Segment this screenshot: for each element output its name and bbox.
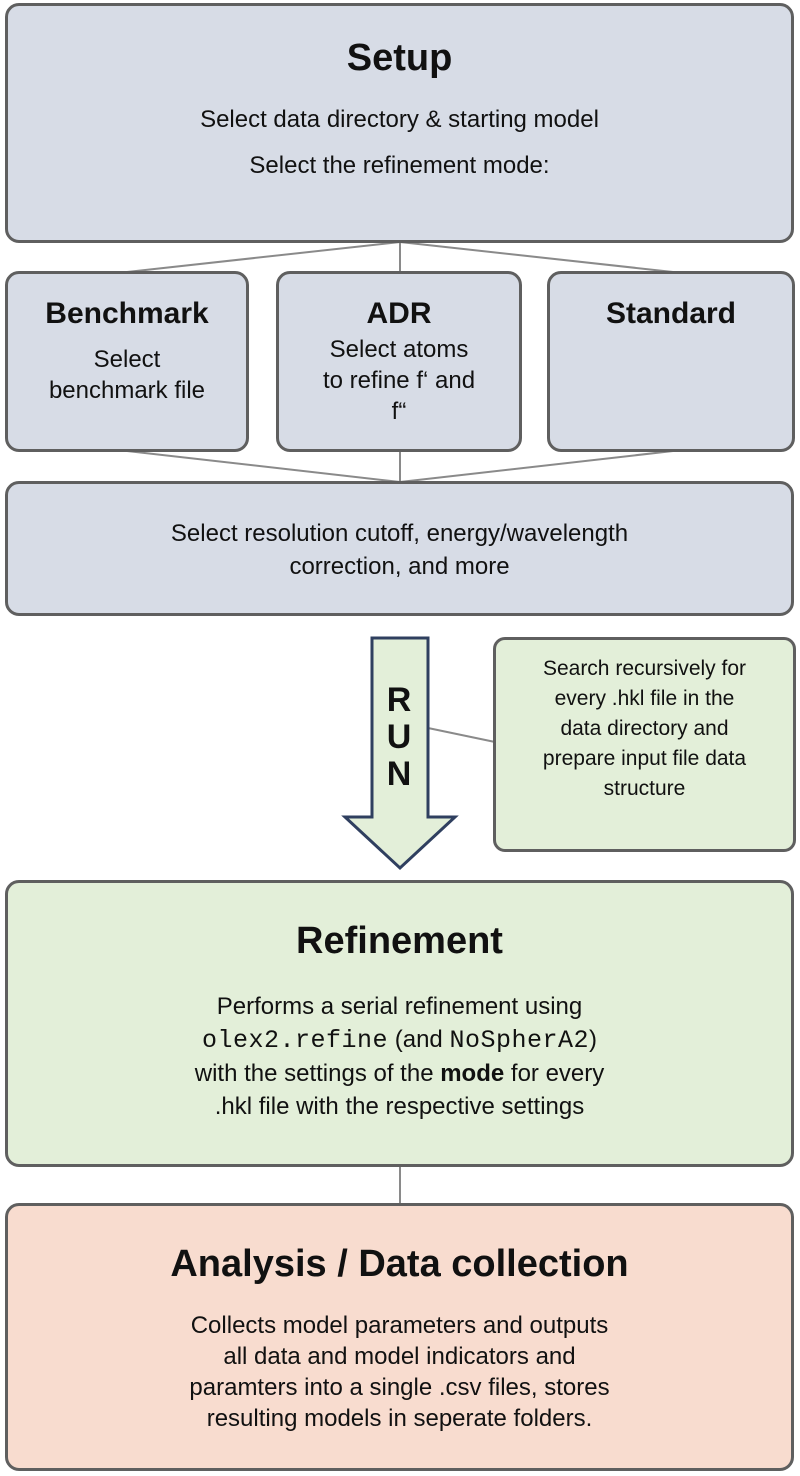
nospherA2-code: NoSpherA2: [449, 1026, 589, 1055]
options-line-1: Select resolution cutoff, energy/wavelen…: [170, 520, 629, 547]
analysis-line-1: Collects model parameters and outputs: [190, 1312, 609, 1339]
adr-mode-box: ADR Select atoms to refine f‘ and f“: [276, 271, 522, 452]
adr-line-1: Select atoms: [329, 336, 469, 363]
refinement-mode-word: mode: [440, 1060, 505, 1087]
options-line-2: correction, and more: [289, 553, 510, 580]
refinement-line-2-end: ): [588, 1026, 597, 1053]
refinement-box: Refinement Performs a serial refinement …: [5, 880, 794, 1167]
refinement-line-1: Performs a serial refinement using: [216, 993, 583, 1020]
analysis-line-2: all data and model indicators and: [223, 1343, 576, 1370]
adr-title: ADR: [366, 297, 432, 330]
adr-line-3: f“: [391, 398, 407, 425]
olex2-refine-code: olex2.refine: [202, 1026, 389, 1055]
refinement-line-4: .hkl file with the respective settings: [214, 1093, 585, 1120]
search-note-line-1: Search recursively for: [542, 657, 747, 680]
refinement-line-2-mid: (and: [388, 1026, 450, 1053]
benchmark-mode-box: Benchmark Select benchmark file: [5, 271, 249, 452]
run-letter-r: R: [386, 681, 412, 719]
refinement-line-3-post: for every: [504, 1060, 605, 1087]
search-note-line-5: structure: [603, 777, 686, 800]
benchmark-line-1: Select: [93, 346, 161, 373]
analysis-line-4: resulting models in seperate folders.: [206, 1405, 593, 1432]
analysis-title: Analysis / Data collection: [170, 1243, 629, 1285]
setup-box: Setup Select data directory & starting m…: [5, 3, 794, 243]
standard-title: Standard: [605, 297, 737, 330]
analysis-line-3: paramters into a single .csv files, stor…: [189, 1374, 610, 1401]
refinement-line-3-pre: with the settings of the: [194, 1060, 441, 1087]
refinement-title: Refinement: [296, 920, 503, 962]
standard-mode-box: Standard: [547, 271, 795, 452]
benchmark-title: Benchmark: [45, 297, 209, 330]
search-note-line-3: data directory and: [560, 717, 729, 740]
refinement-line-3: with the settings of the mode for every: [8, 1058, 791, 1089]
search-note-box: Search recursively for every .hkl file i…: [493, 637, 796, 852]
run-letter-n: N: [386, 755, 412, 793]
benchmark-line-2: benchmark file: [48, 377, 206, 404]
options-box: Select resolution cutoff, energy/wavelen…: [5, 481, 794, 616]
setup-line-1: Select data directory & starting model: [200, 106, 599, 133]
search-note-line-2: every .hkl file in the: [554, 687, 735, 710]
setup-line-2: Select the refinement mode:: [249, 152, 550, 179]
search-note-line-4: prepare input file data: [542, 747, 747, 770]
run-letter-u: U: [386, 718, 412, 756]
analysis-box: Analysis / Data collection Collects mode…: [5, 1203, 794, 1471]
adr-line-2: to refine f‘ and: [322, 367, 476, 394]
setup-title: Setup: [346, 37, 453, 79]
refinement-line-2: olex2.refine (and NoSpherA2): [8, 1024, 791, 1056]
